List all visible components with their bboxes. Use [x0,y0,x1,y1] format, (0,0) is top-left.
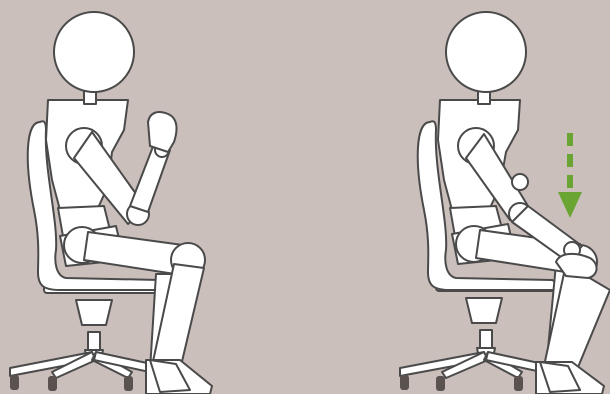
chair-caster [124,376,133,391]
chair-caster [514,376,523,391]
head [54,12,134,92]
head [446,12,526,92]
chair-caster [400,375,409,390]
chair-caster [48,376,57,391]
chair-caster [10,375,19,390]
far-elbow-joint [512,174,528,190]
raised-hand [148,112,176,152]
chair-caster [436,376,445,391]
